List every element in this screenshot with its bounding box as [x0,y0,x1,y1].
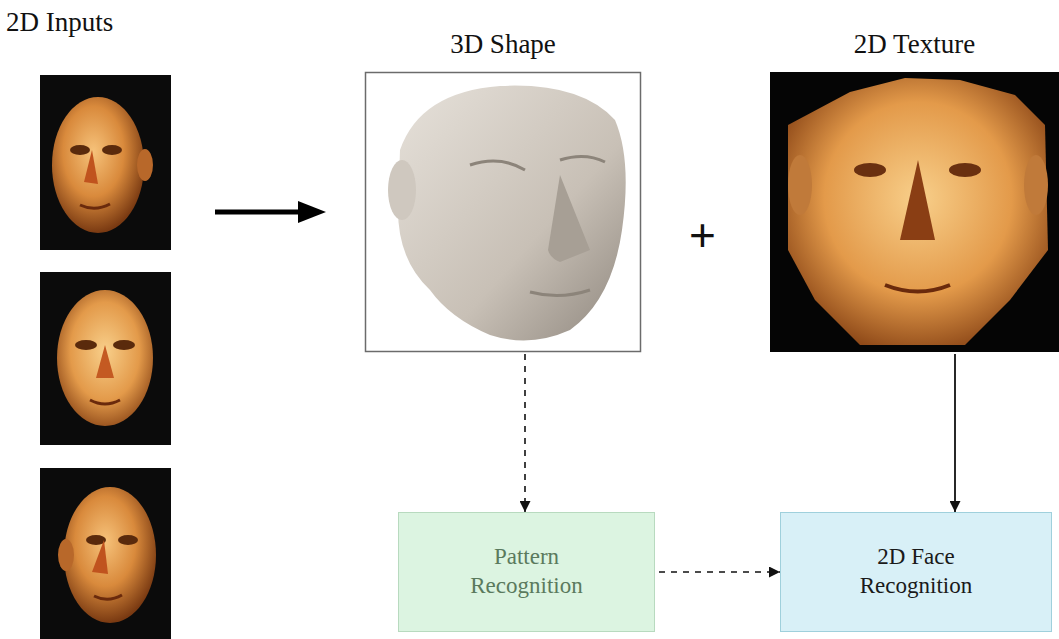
box-label: 2D Face Recognition [841,543,991,601]
texture-panel: 2D Texture [770,24,1059,352]
process-box: 2D Face Recognition [780,512,1052,632]
shape-render [366,73,641,352]
shape-panel: 3D Shape [365,24,641,352]
connector-arrow [954,354,956,512]
process-box: Pattern Recognition [398,512,655,632]
input-face-photo [40,75,171,250]
connector-arrow [524,354,526,512]
section-heading: 2D Inputs [6,6,113,38]
input-face-photo [40,468,171,639]
input-face-photo [40,272,171,445]
plus-sign: + [689,208,716,263]
input-arrow [215,201,326,223]
connector-arrow [659,571,780,573]
panel-heading: 2D Texture [854,24,975,62]
box-label: Pattern Recognition [452,543,602,601]
panel-heading: 3D Shape [450,24,556,62]
texture-image [770,72,1059,352]
